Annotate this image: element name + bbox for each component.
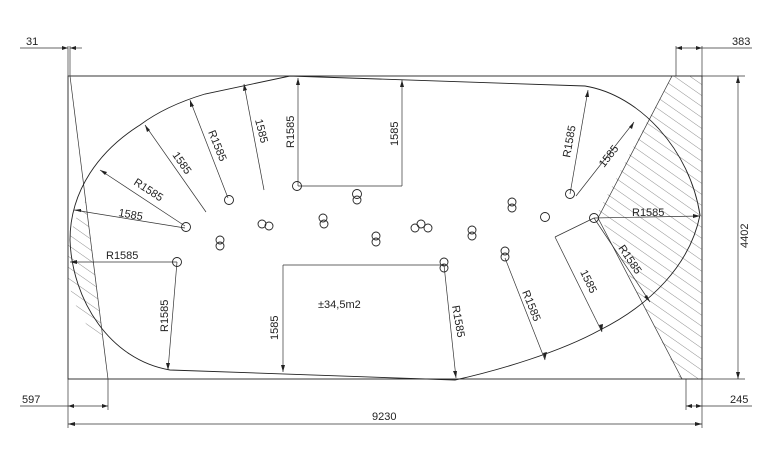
dim-top-left: 31 (20, 36, 82, 76)
right-zone-edge-top (597, 75, 673, 219)
label-r-left-1: R1585 (131, 176, 165, 204)
label-top-2: 1585 (389, 122, 401, 146)
dim-bottom-left: 597 (20, 379, 109, 410)
label-right-2: 1585 (597, 143, 622, 170)
dim-top-left-label: 31 (26, 36, 38, 48)
dim-height: 4402 (702, 75, 751, 380)
label-r-right-1: R1585 (561, 125, 578, 159)
dim-width: 9230 (67, 410, 703, 428)
dim-bottom-right-label: 245 (730, 394, 748, 406)
label-r-left-4: R1585 (159, 300, 171, 332)
radius-centers (172, 181, 599, 267)
pool-outline (69, 75, 701, 381)
label-bottom-1: 1585 (269, 316, 281, 340)
label-r-left-3: R1585 (106, 250, 138, 262)
dim-top-right: 383 (675, 36, 752, 76)
dim-top-right-label: 383 (732, 36, 750, 48)
dim-bottom-right: 245 (685, 379, 752, 410)
pool-fixtures (215, 195, 517, 273)
label-left-2: 1585 (117, 207, 143, 223)
label-bottom-4: 1585 (577, 268, 599, 295)
label-r-right-3: R1585 (632, 207, 664, 219)
right-hatched-zone (598, 76, 702, 379)
label-r-top-4: R1585 (205, 129, 228, 164)
area-label: ±34,5m2 (318, 299, 361, 311)
interior-dimensions: R1585 1585 1585 R1585 1585 R1585 1585 R1… (70, 78, 701, 379)
label-r-bottom-3: R1585 (519, 289, 542, 324)
label-r-bottom-2: R1585 (449, 304, 466, 338)
label-top-5: 1585 (170, 150, 194, 177)
dim-width-label: 9230 (372, 411, 396, 423)
label-r-top-1: R1585 (285, 116, 297, 148)
dim-height-label: 4402 (739, 224, 751, 248)
label-top-3: 1585 (252, 118, 270, 145)
dim-bottom-left-label: 597 (22, 394, 40, 406)
